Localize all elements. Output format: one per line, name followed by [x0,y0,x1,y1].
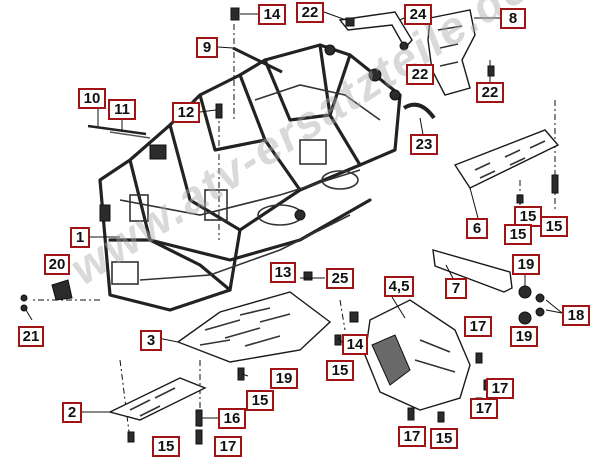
part-2-lower-skid [108,377,207,421]
callout-8[interactable]: 8 [500,8,526,29]
part-23-hook [402,102,436,120]
callout-6[interactable]: 6 [466,218,488,239]
part-11-bolt [109,131,151,139]
callout-20[interactable]: 20 [44,254,70,275]
part-14-bolt [230,7,240,21]
part-1-main-frame [98,43,402,312]
callout-15-lower[interactable]: 19 [270,368,298,389]
callout-17-right-low[interactable]: 17 [470,398,498,419]
callout-18[interactable]: 18 [562,305,590,326]
callout-17-bottom[interactable]: 17 [214,436,242,457]
part-7-rail [432,249,513,293]
callout-17-bottom-right[interactable]: 17 [398,426,426,447]
callout-1[interactable]: 1 [70,227,90,248]
callout-22-mid[interactable]: 22 [406,64,434,85]
callout-19-bottom[interactable]: 19 [510,326,538,347]
callout-4-5[interactable]: 4,5 [384,276,414,297]
callout-3[interactable]: 3 [140,330,162,351]
callout-15-lower-b[interactable]: 15 [246,390,274,411]
callout-2[interactable]: 2 [62,402,82,423]
callout-7[interactable]: 7 [445,278,467,299]
part-12-bolt [215,103,223,119]
callout-25[interactable]: 25 [326,268,354,289]
callout-9[interactable]: 9 [196,37,218,58]
callout-10[interactable]: 10 [78,88,106,109]
callout-17-right-mid[interactable]: 17 [486,378,514,399]
callout-24[interactable]: 24 [404,4,432,25]
part-3-underplate [176,291,332,363]
callout-13[interactable]: 13 [270,262,296,283]
callout-12[interactable]: 12 [172,102,200,123]
part-9-rod [232,46,283,74]
callout-17-right-top[interactable]: 17 [464,316,492,337]
callout-19-top[interactable]: 19 [512,254,540,275]
callout-23[interactable]: 23 [410,134,438,155]
callout-11[interactable]: 11 [108,99,136,120]
callout-22-right[interactable]: 22 [476,82,504,103]
callout-15-bottom[interactable]: 15 [152,436,180,457]
part-10-bolt [87,124,147,136]
callout-22-top[interactable]: 22 [296,2,324,23]
part-8-plate [427,9,476,96]
callout-16[interactable]: 16 [218,408,246,429]
callout-15-mid[interactable]: 15 [326,360,354,381]
callout-15-b[interactable]: 15 [504,224,532,245]
callout-21[interactable]: 21 [18,326,44,347]
callout-15-bottom-right[interactable]: 15 [430,428,458,449]
callout-14-mid[interactable]: 14 [342,334,368,355]
callout-15-c[interactable]: 15 [540,216,568,237]
callout-14-top[interactable]: 14 [258,4,286,25]
part-19-washer [518,285,532,299]
part-6-skid-plate [453,129,560,189]
leader-lines [25,11,563,419]
part-20-bracket [51,279,73,301]
